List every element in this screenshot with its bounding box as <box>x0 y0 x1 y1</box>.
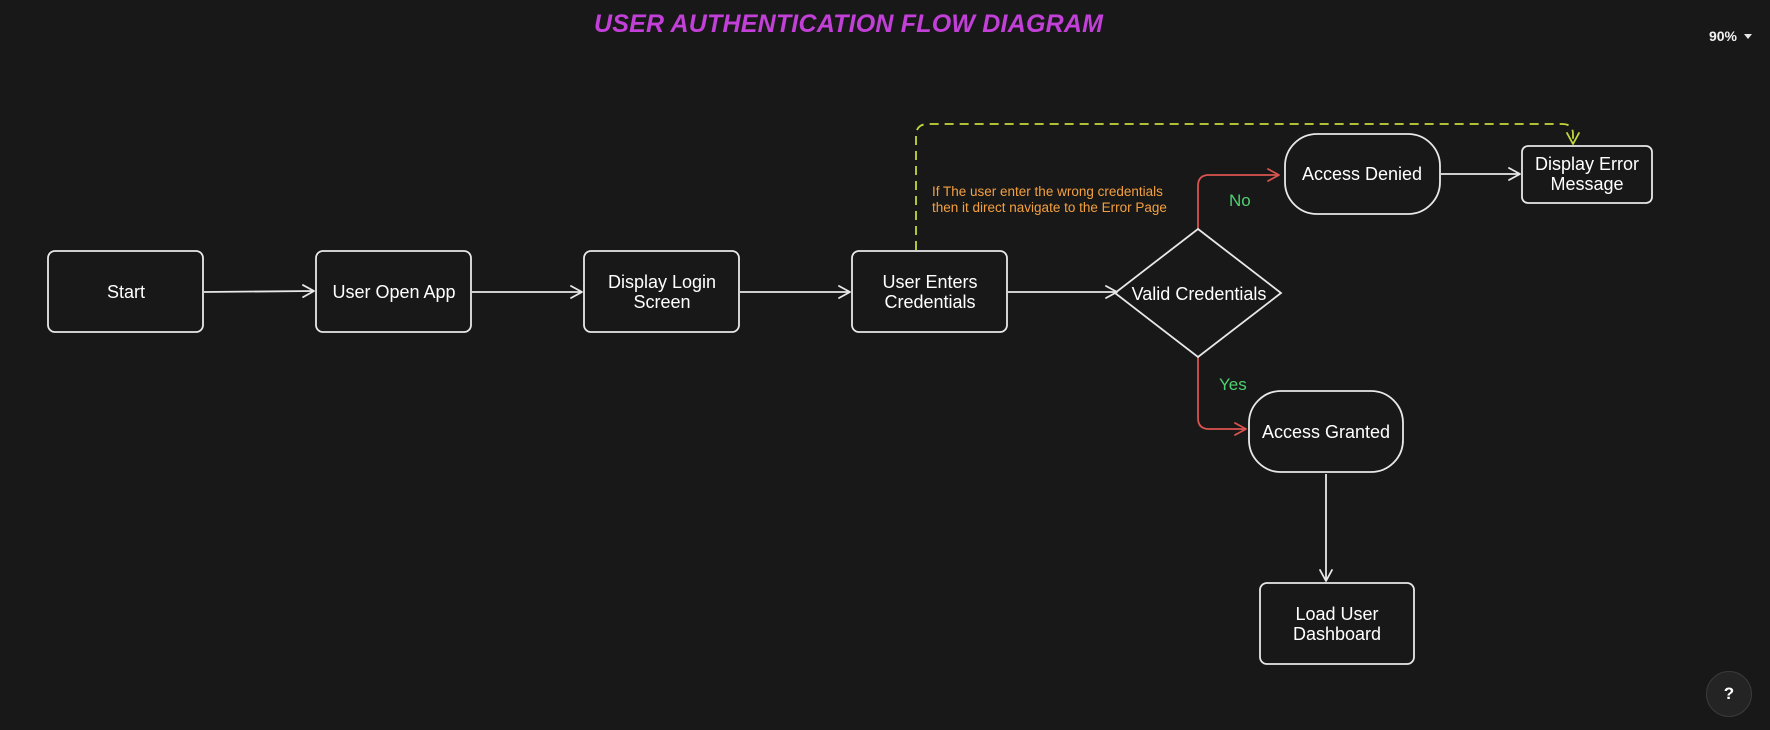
node-valid-credentials-label: Valid Credentials <box>1132 284 1267 304</box>
node-labels: Start User Open App Display Login Screen… <box>107 154 1639 644</box>
node-open-app[interactable] <box>315 250 472 333</box>
edge-yes-branch <box>1197 357 1247 436</box>
node-access-granted[interactable] <box>1248 390 1404 473</box>
chevron-down-icon <box>1744 33 1752 39</box>
branch-label-no: No <box>1229 191 1251 210</box>
node-login-screen-label-line-1: Display Login <box>608 272 716 292</box>
node-open-app-label: User Open App <box>332 282 455 302</box>
node-login-screen[interactable] <box>583 250 740 333</box>
node-access-granted-label: Access Granted <box>1262 422 1390 442</box>
edge-no-branch <box>1197 168 1280 229</box>
node-enter-credentials-label-line-1: User Enters <box>882 272 977 292</box>
note-line-1: If The user enter the wrong credentials <box>932 184 1163 199</box>
node-access-denied[interactable] <box>1284 133 1441 215</box>
edge-start-to-open-app <box>203 284 315 298</box>
branch-label-yes: Yes <box>1219 375 1247 394</box>
node-access-denied-label: Access Denied <box>1302 164 1422 184</box>
edges <box>203 123 1580 582</box>
node-error-message-label-line-1: Display Error <box>1535 154 1639 174</box>
help-button[interactable]: ? <box>1706 671 1752 717</box>
help-label: ? <box>1723 684 1735 703</box>
note-line-2: then it direct navigate to the Error Pag… <box>932 200 1167 215</box>
node-enter-credentials-label-line-2: Credentials <box>884 292 975 312</box>
node-error-message-label-line-2: Message <box>1550 174 1623 194</box>
node-dashboard-label-line-2: Dashboard <box>1293 624 1381 644</box>
zoom-dropdown[interactable]: 90% <box>1709 28 1752 44</box>
node-error-message[interactable] <box>1521 145 1653 204</box>
diagram-title: USER AUTHENTICATION FLOW DIAGRAM <box>594 10 1104 38</box>
node-valid-credentials[interactable] <box>1113 227 1283 359</box>
nodes <box>47 133 1653 665</box>
node-dashboard[interactable] <box>1259 582 1415 665</box>
edge-error-path-dashed <box>915 123 1580 250</box>
node-login-screen-label-line-2: Screen <box>633 292 690 312</box>
error-path-note: If The user enter the wrong credentials … <box>932 184 1167 215</box>
node-start[interactable] <box>47 250 204 333</box>
zoom-level: 90% <box>1708 28 1737 44</box>
node-enter-credentials[interactable] <box>851 250 1008 333</box>
node-dashboard-label-line-1: Load User <box>1295 604 1378 624</box>
node-start-label: Start <box>107 282 145 302</box>
